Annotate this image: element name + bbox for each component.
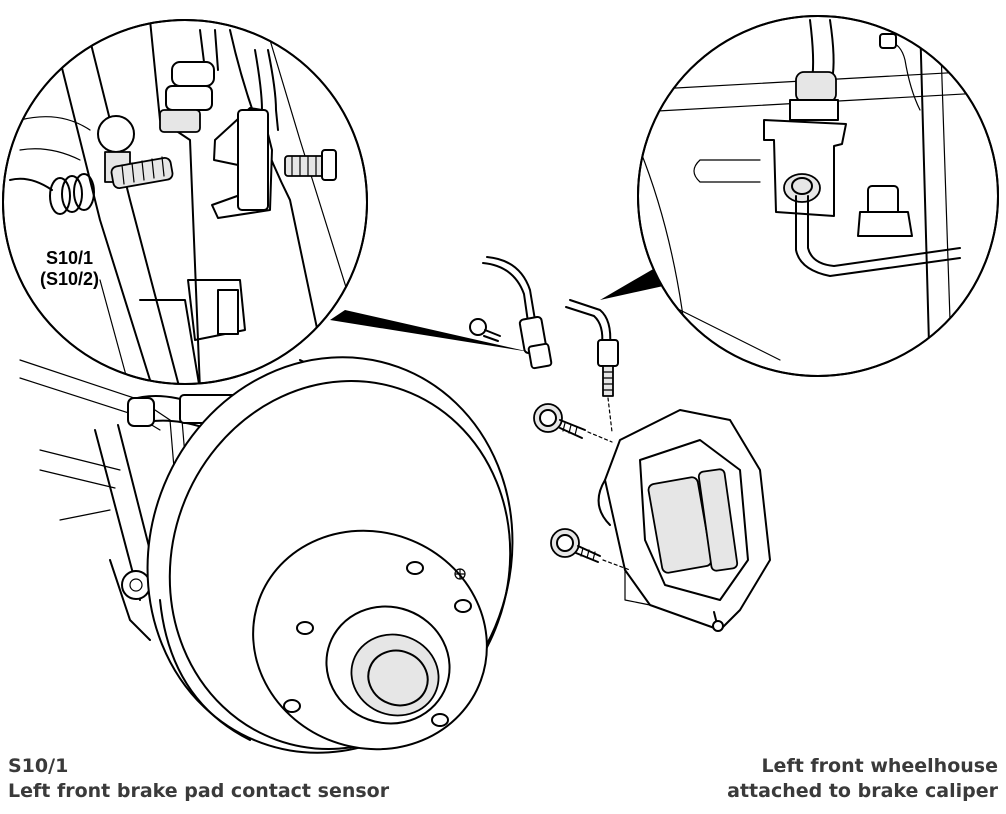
caption-left-line1: S10/1 xyxy=(8,755,69,777)
sensor-callout-line1: S10/1 xyxy=(45,248,94,268)
caption-right-line2: attached to brake caliper xyxy=(727,780,998,802)
brake-disc xyxy=(146,356,514,754)
caliper-bolt-lower xyxy=(550,528,631,571)
left-inset-leader xyxy=(330,310,530,352)
brake-hose-exploded xyxy=(565,299,619,433)
caption-left-line2: Left front brake pad contact sensor xyxy=(8,780,390,802)
caliper-bolt-upper xyxy=(533,403,613,443)
caption-left: S10/1 Left front brake pad contact senso… xyxy=(8,754,389,804)
pad-sensor-exploded xyxy=(469,256,553,370)
left-detail-inset xyxy=(2,19,368,385)
right-detail-inset xyxy=(637,15,999,377)
sensor-callout-line2: (S10/2) xyxy=(40,269,100,289)
caption-right: Left front wheelhouse attached to brake … xyxy=(727,754,998,804)
sensor-callout-label: S10/1 (S10/2) xyxy=(40,248,99,290)
right-inset-leader xyxy=(600,268,668,300)
brake-caliper xyxy=(597,409,771,632)
caption-right-line1: Left front wheelhouse xyxy=(761,755,998,777)
